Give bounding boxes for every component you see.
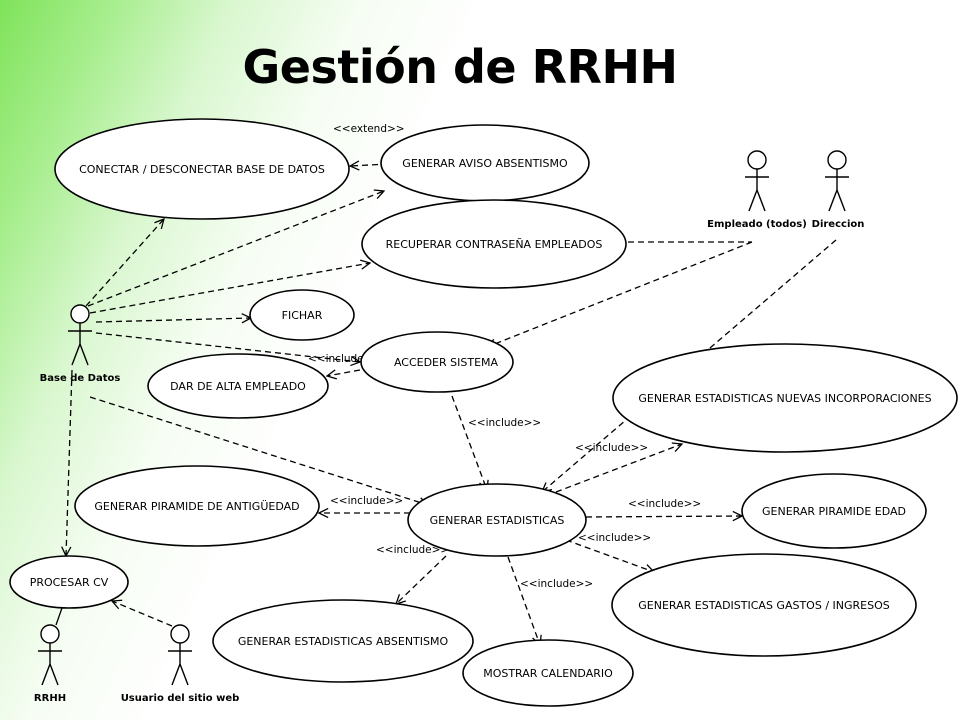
actor-usuario-sitio-web[interactable]: Usuario del sitio web [121,624,240,704]
include-label-edad: <<include>> [628,498,701,510]
line-empleado-acceder [487,241,753,347]
actor-label: Direccion [812,219,865,230]
use-case-nuevas[interactable]: GENERAR ESTADISTICAS NUEVAS INCORPORACIO… [612,343,958,453]
use-case-label: GENERAR ESTADISTICAS GASTOS / INGRESOS [638,599,890,612]
line-rrhh-procesar [55,607,63,626]
use-case-label: GENERAR AVISO ABSENTISMO [402,157,568,170]
page-title: Gestión de RRHH [242,40,678,94]
use-case-label: GENERAR ESTADISTICAS NUEVAS INCORPORACIO… [638,392,931,405]
use-case-label: DAR DE ALTA EMPLEADO [170,380,306,393]
use-case-label: PROCESAR CV [30,576,109,589]
use-case-acceder[interactable]: ACCEDER SISTEMA [360,331,514,393]
use-case-alta[interactable]: DAR DE ALTA EMPLEADO [147,353,329,419]
actor-label: Usuario del sitio web [121,693,240,704]
use-case-conectar[interactable]: CONECTAR / DESCONECTAR BASE DE DATOS [54,118,350,220]
stereotype-labels: <<extend>> <<include>> <<include>> <<inc… [308,123,701,590]
line-base-fichar [95,318,251,322]
actor-empleado[interactable]: Empleado (todos) [707,150,807,230]
extend-label: <<extend>> [333,123,405,135]
use-case-absentismo[interactable]: GENERAR ESTADISTICAS ABSENTISMO [212,599,474,683]
actor-label: Base de Datos [40,373,121,384]
use-case-label: GENERAR PIRAMIDE DE ANTIGÜEDAD [94,500,299,513]
include-acceder-alta [327,370,361,376]
extend-aviso-conectar [350,164,389,166]
stick-figure-icon [745,150,769,212]
actor-label: Empleado (todos) [707,219,807,230]
use-case-label: GENERAR ESTADISTICAS [430,514,565,527]
stick-figure-icon [825,150,849,212]
use-case-edad[interactable]: GENERAR PIRAMIDE EDAD [741,473,927,549]
actor-direccion[interactable]: Direccion [812,150,865,230]
include-label-acceder: <<include>> [468,417,541,429]
use-case-estadisticas[interactable]: GENERAR ESTADISTICAS [407,483,587,557]
use-case-label: ACCEDER SISTEMA [394,356,499,369]
use-case-calendario[interactable]: MOSTRAR CALENDARIO [462,639,634,707]
use-case-recuperar[interactable]: RECUPERAR CONTRASEÑA EMPLEADOS [361,199,627,289]
include-label-nuevas: <<include>> [575,442,648,454]
line-base-acceder [95,332,360,362]
include-label-absentismo: <<include>> [376,544,449,556]
actor-label: RRHH [34,693,66,704]
include-estadisticas-gastos [565,539,654,572]
include-acceder-estadisticas [451,395,487,490]
include-estadisticas-edad [585,516,742,517]
use-case-label: GENERAR PIRAMIDE EDAD [762,505,906,518]
stick-figure-icon [168,624,192,686]
use-case-label: FICHAR [282,309,323,322]
use-case-label: CONECTAR / DESCONECTAR BASE DE DATOS [79,163,325,176]
line-base-estadisticas [89,396,428,505]
line-base-recuperar [89,263,370,314]
include-estadisticas-calendario [507,556,540,645]
line-base-conectar [85,219,164,307]
line-base-procesar [66,369,73,556]
use-case-antiguedad[interactable]: GENERAR PIRAMIDE DE ANTIGÜEDAD [74,465,320,547]
include-estadisticas-absentismo [396,555,447,604]
include-label-antiguedad: <<include>> [330,495,403,507]
stick-figure-icon [68,304,92,366]
use-case-label: GENERAR ESTADISTICAS ABSENTISMO [238,635,449,648]
line-base-aviso [87,191,384,307]
use-case-label: RECUPERAR CONTRASEÑA EMPLEADOS [386,238,603,251]
actor-base-de-datos[interactable]: Base de Datos [40,304,121,384]
stick-figure-icon [38,624,62,686]
use-case-procesar[interactable]: PROCESAR CV [9,555,129,609]
use-case-gastos[interactable]: GENERAR ESTADISTICAS GASTOS / INGRESOS [611,553,917,657]
use-case-aviso[interactable]: GENERAR AVISO ABSENTISMO [380,124,590,202]
use-case-fichar[interactable]: FICHAR [249,289,355,341]
include-estadisticas-nuevas [555,444,682,493]
use-case-label: MOSTRAR CALENDARIO [483,667,613,680]
actor-rrhh[interactable]: RRHH [34,624,66,704]
include-label-calendario: <<include>> [520,578,593,590]
include-label-gastos: <<include>> [578,532,651,544]
line-usuario-procesar [112,601,173,627]
